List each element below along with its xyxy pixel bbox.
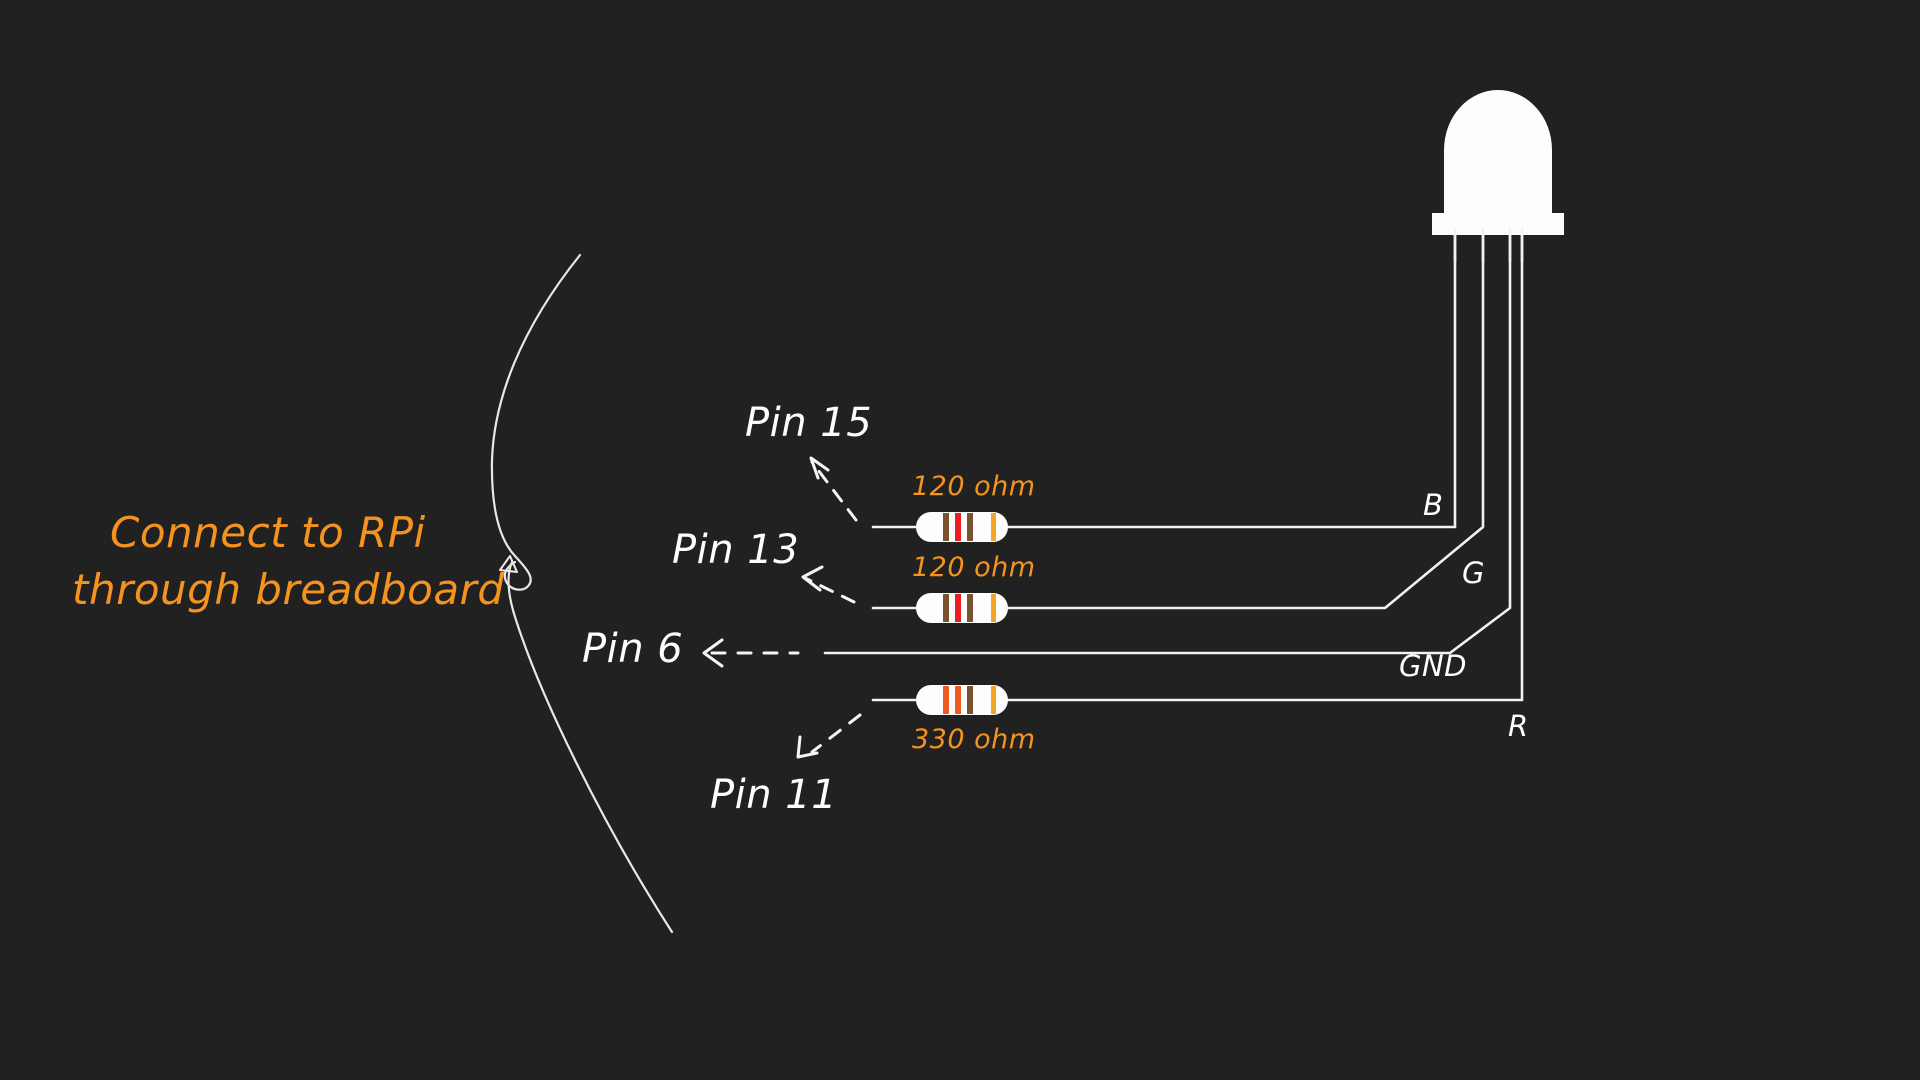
rgb-led	[1432, 90, 1564, 262]
resistor-r	[916, 685, 1008, 715]
resistor-b	[916, 512, 1008, 542]
note-line-2: through breadboard	[72, 565, 505, 614]
pin-15-arrow-icon	[809, 456, 858, 522]
pin-6-arrow-icon	[702, 638, 800, 668]
wire-b	[871, 226, 1457, 529]
resistor-b-label: 120 ohm	[912, 471, 1036, 502]
pin-11-arrow-icon	[796, 713, 862, 759]
resistor-g-label: 120 ohm	[912, 552, 1036, 583]
resistor-r-label: 330 ohm	[912, 724, 1036, 755]
resistor-g	[916, 593, 1008, 623]
curly-brace	[490, 253, 674, 934]
wire-gnd	[823, 226, 1512, 655]
node-label-b: B	[1423, 488, 1443, 522]
pin-13-arrow-icon	[801, 565, 856, 604]
pin-label-13: Pin 13	[672, 527, 799, 573]
node-label-r: R	[1508, 709, 1529, 743]
wire-g	[871, 226, 1485, 610]
node-label-g: G	[1462, 556, 1485, 590]
pin-label-15: Pin 15	[745, 400, 872, 446]
pin-label-6: Pin 6	[582, 626, 683, 672]
wire-r	[871, 226, 1524, 702]
node-label-gnd: GND	[1399, 649, 1467, 683]
pin-label-11: Pin 11	[710, 772, 837, 818]
note-line-1: Connect to RPi	[110, 508, 426, 557]
